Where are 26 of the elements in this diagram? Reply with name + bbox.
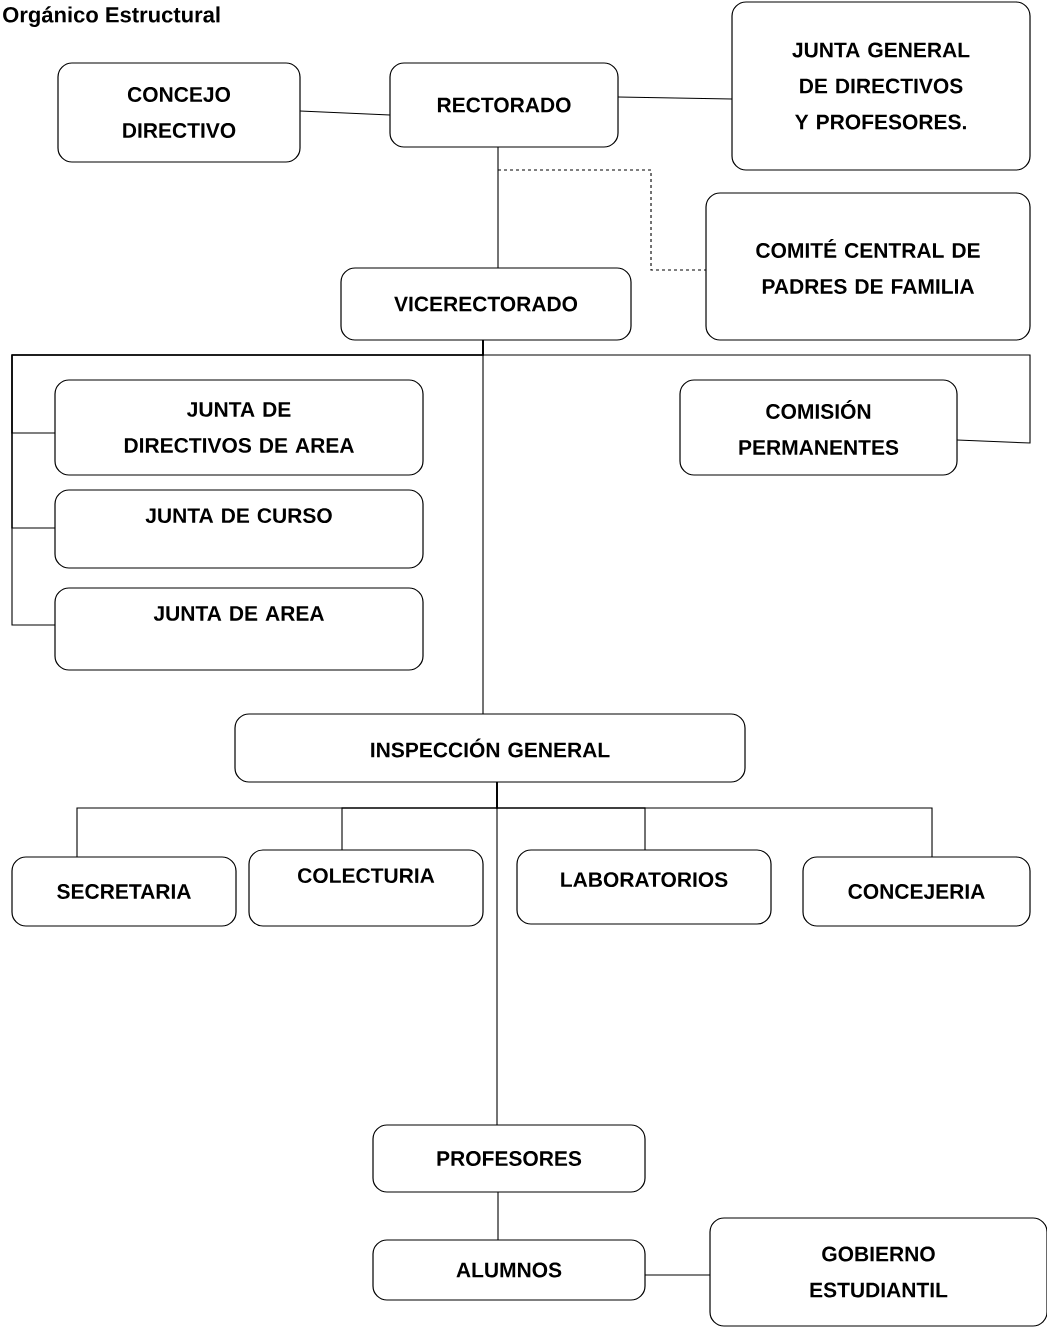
org-box: GOBIERNO ESTUDIANTIL — [709, 1217, 1047, 1327]
connector-line — [617, 96, 733, 100]
org-box: INSPECCIÓN GENERAL — [234, 713, 746, 783]
org-box: JUNTA GENERAL DE DIRECTIVOS Y PROFESORES. — [731, 1, 1031, 171]
org-box: COLECTURIA — [248, 849, 484, 927]
connector-line — [497, 146, 499, 269]
org-box: CONCEJO DIRECTIVO — [57, 62, 301, 163]
org-box: JUNTA DE AREA — [54, 587, 424, 671]
org-box: VICERECTORADO — [340, 267, 632, 341]
org-box: JUNTA DE DIRECTIVOS DE AREA — [54, 379, 424, 476]
org-box: LABORATORIOS — [516, 849, 772, 925]
connector-line — [299, 110, 391, 116]
connector-line — [482, 339, 484, 715]
org-box: RECTORADO — [389, 62, 619, 148]
connector-line — [497, 1191, 499, 1241]
title: Orgánico Estructural — [3, 6, 220, 27]
org-box: CONCEJERIA — [802, 856, 1031, 927]
connector-line — [644, 1274, 711, 1276]
connector-line — [497, 169, 707, 271]
org-box: COMISIÓN PERMANENTES — [679, 379, 958, 476]
org-box: JUNTA DE CURSO — [54, 489, 424, 569]
org-box: PROFESORES — [372, 1124, 646, 1193]
connector-line — [496, 781, 498, 1126]
org-box: SECRETARIA — [11, 856, 237, 927]
org-box: COMITÉ CENTRAL DE PADRES DE FAMILIA — [705, 192, 1031, 341]
org-box: ALUMNOS — [372, 1239, 646, 1301]
